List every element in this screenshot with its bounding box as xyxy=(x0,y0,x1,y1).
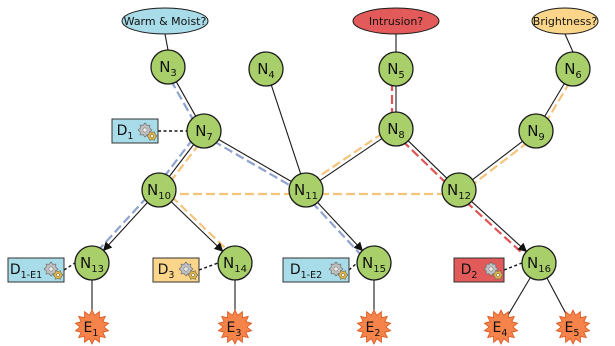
device-label-d3: D3 xyxy=(158,262,175,281)
device-label-d1: D1 xyxy=(117,123,134,142)
node-n6 xyxy=(555,51,591,87)
edge-n16-e5 xyxy=(546,277,568,317)
node-n8 xyxy=(378,111,414,147)
device-link-d1-e2 xyxy=(348,262,358,271)
node-label-n8: N8 xyxy=(387,120,405,141)
event-e4: E4 xyxy=(483,309,519,345)
edge-n9-n12 xyxy=(472,140,523,181)
query-path-brightness xyxy=(159,70,578,261)
device-link-d2 xyxy=(503,262,523,271)
query-path-warm-moist-e2 xyxy=(201,133,372,267)
node-n4 xyxy=(248,51,284,87)
event-label-e2: E2 xyxy=(366,320,381,339)
event-label-e4: E4 xyxy=(493,320,508,339)
node-n9 xyxy=(518,113,554,149)
query-bubble-q3 xyxy=(531,7,599,35)
event-label-e5: E5 xyxy=(565,320,580,339)
network-edges xyxy=(91,33,574,317)
event-e2: E2 xyxy=(356,309,392,345)
query-path-warm-moist-e1 xyxy=(88,68,202,262)
node-label-n9: N9 xyxy=(527,122,545,143)
query-link-q3 xyxy=(564,33,574,53)
query-label-q3: Brightness? xyxy=(533,15,598,28)
event-e1: E1 xyxy=(74,309,110,345)
event-burst xyxy=(555,309,591,345)
device-label-d2: D2 xyxy=(461,262,478,281)
event-label-e3: E3 xyxy=(227,320,242,339)
device-d1-e1: D1-E1 xyxy=(7,257,65,283)
node-label-n16: N16 xyxy=(527,254,551,275)
node-label-n11: N11 xyxy=(294,181,318,202)
event-e5: E5 xyxy=(555,309,591,345)
node-label-n6: N6 xyxy=(564,60,582,81)
event-burst xyxy=(356,309,392,345)
node-label-n5: N5 xyxy=(387,60,405,81)
events: E1 E3 E2 E4 E5 xyxy=(74,309,591,345)
node-n7 xyxy=(186,113,222,149)
gear-icon xyxy=(328,261,349,280)
node-label-n14: N14 xyxy=(223,254,247,275)
node-label-n4: N4 xyxy=(257,60,275,81)
device-d2: D2 xyxy=(453,257,505,283)
edge-n10-n13 xyxy=(102,202,148,252)
edge-n12-n16 xyxy=(471,201,528,253)
query-label-q2: Intrusion? xyxy=(369,15,424,28)
edge-n11-n15 xyxy=(317,202,364,252)
event-burst xyxy=(483,309,519,345)
query-path-brightness-branch xyxy=(303,124,395,188)
event-label-e1: E1 xyxy=(84,320,99,339)
node-n11 xyxy=(288,172,324,208)
node-label-n13: N13 xyxy=(80,254,104,275)
device-links xyxy=(63,130,523,271)
query-link-q1 xyxy=(164,33,169,51)
node-label-n15: N15 xyxy=(362,254,386,275)
node-label-n7: N7 xyxy=(195,122,213,143)
node-n14 xyxy=(217,245,253,281)
node-n16 xyxy=(521,245,557,281)
query-bubble-q2 xyxy=(352,7,440,35)
gear-icon xyxy=(483,261,504,280)
event-burst xyxy=(74,309,110,345)
query-paths xyxy=(88,68,578,267)
gear-icon xyxy=(178,261,199,280)
device-link-d3 xyxy=(198,262,219,271)
edge-n10-n14 xyxy=(170,201,224,252)
device-d3: D3 xyxy=(152,257,200,283)
node-n3 xyxy=(150,49,186,85)
node-label-n3: N3 xyxy=(159,58,177,79)
edge-n4-n11 xyxy=(270,84,302,175)
gear-icon xyxy=(43,261,64,280)
edge-n8-n12 xyxy=(407,140,448,179)
node-n5 xyxy=(378,51,414,87)
edge-n16-e4 xyxy=(506,277,531,317)
device-d1-e2: D1-E2 xyxy=(282,257,350,283)
gear-icon xyxy=(137,122,158,141)
node-n12 xyxy=(441,172,477,208)
edge-n7-n11 xyxy=(218,139,292,182)
queries: Warm & Moist? Intrusion? Brightness? xyxy=(121,7,599,35)
node-n15 xyxy=(356,245,392,281)
node-n13 xyxy=(74,245,110,281)
node-label-n10: N10 xyxy=(147,181,171,202)
device-link-d1-e1 xyxy=(63,262,76,271)
device-d1: D1 xyxy=(111,118,159,144)
device-label-d1-e1: D1-E1 xyxy=(10,262,42,281)
edge-n8-n11 xyxy=(319,138,383,181)
event-burst xyxy=(217,309,253,345)
edge-n6-n9 xyxy=(544,83,565,117)
device-label-d1-e2: D1-E2 xyxy=(290,262,322,281)
node-n10 xyxy=(141,172,177,208)
query-label-q1: Warm & Moist? xyxy=(124,15,207,28)
query-path-intrusion xyxy=(390,69,538,267)
edge-n7-n10 xyxy=(168,144,195,177)
node-label-n12: N12 xyxy=(447,181,471,202)
edge-n3-n7 xyxy=(175,81,197,117)
event-e3: E3 xyxy=(217,309,253,345)
query-bubble-q1 xyxy=(121,7,209,35)
